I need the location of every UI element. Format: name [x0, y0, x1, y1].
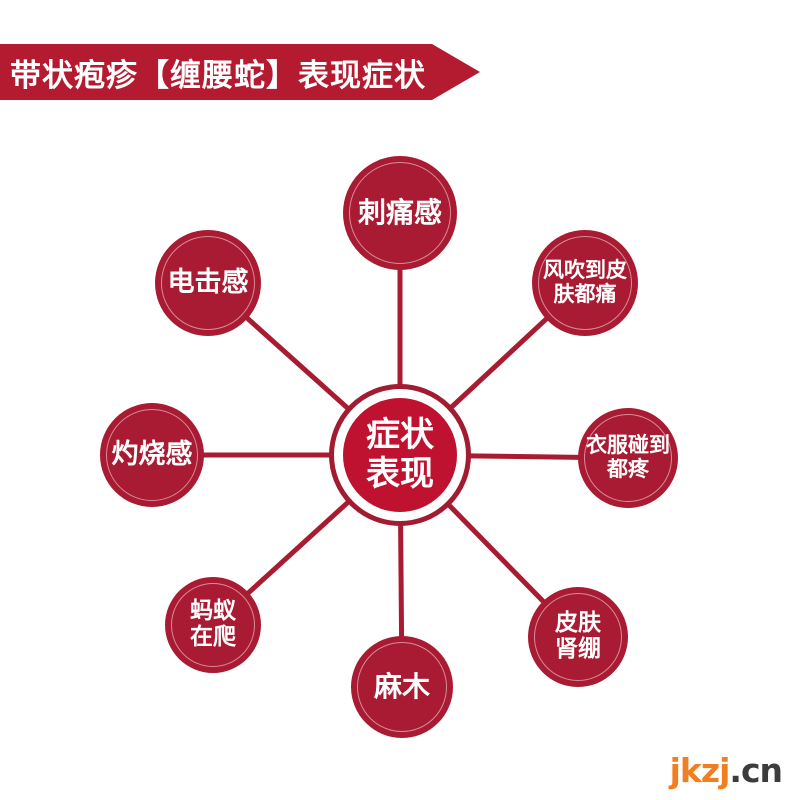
header-banner: 带状疱疹【缠腰蛇】表现症状 — [0, 44, 480, 100]
connector-numbness — [398, 523, 405, 639]
connector-wind-pain — [448, 315, 550, 410]
connector-shock — [244, 315, 351, 411]
node-inner-ring — [584, 414, 672, 502]
symptom-node-label: 衣服碰到 都疼 — [586, 433, 670, 481]
symptom-node-cloth-pain[interactable]: 衣服碰到 都疼 — [578, 408, 678, 508]
symptom-node-label: 皮肤 肾绷 — [555, 610, 601, 662]
node-inner-ring — [161, 236, 255, 330]
symptom-node-label: 灼烧感 — [111, 438, 193, 470]
node-inner-ring — [106, 409, 198, 501]
watermark-primary: jkzj — [669, 751, 731, 790]
symptom-node-burning[interactable]: 灼烧感 — [100, 403, 204, 507]
symptom-node-label: 刺痛感 — [357, 196, 442, 230]
node-inner-ring — [357, 642, 447, 732]
center-node-label: 症状 表现 — [366, 415, 434, 494]
banner-arrow-shape — [0, 44, 480, 100]
symptom-node-label: 电击感 — [167, 266, 249, 298]
node-inner-ring — [349, 162, 451, 264]
center-node[interactable]: 症状 表现 — [329, 384, 471, 526]
symptom-node-shock[interactable]: 电击感 — [155, 230, 261, 336]
site-watermark: jkzj.cn — [669, 751, 783, 790]
symptom-node-numbness[interactable]: 麻木 — [351, 636, 453, 738]
symptom-node-label: 风吹到皮 肤都痛 — [543, 258, 627, 306]
symptom-node-label: 麻木 — [373, 670, 430, 704]
node-inner-ring — [538, 236, 632, 330]
connector-skin-tight — [446, 502, 547, 605]
watermark-suffix: .cn — [729, 751, 783, 790]
symptom-node-label: 蚂蚁 在爬 — [190, 598, 236, 650]
symptom-node-stinging[interactable]: 刺痛感 — [343, 156, 457, 270]
connector-cloth-pain — [468, 453, 581, 460]
page-title: 带状疱疹【缠腰蛇】表现症状 — [10, 57, 426, 94]
node-inner-ring — [534, 593, 622, 681]
connector-ants — [245, 499, 351, 596]
center-node-fill — [343, 398, 457, 512]
symptom-node-wind-pain[interactable]: 风吹到皮 肤都痛 — [532, 230, 638, 336]
symptom-node-skin-tight[interactable]: 皮肤 肾绷 — [528, 587, 628, 687]
symptom-node-ants[interactable]: 蚂蚁 在爬 — [165, 577, 261, 673]
node-inner-ring — [171, 583, 255, 667]
